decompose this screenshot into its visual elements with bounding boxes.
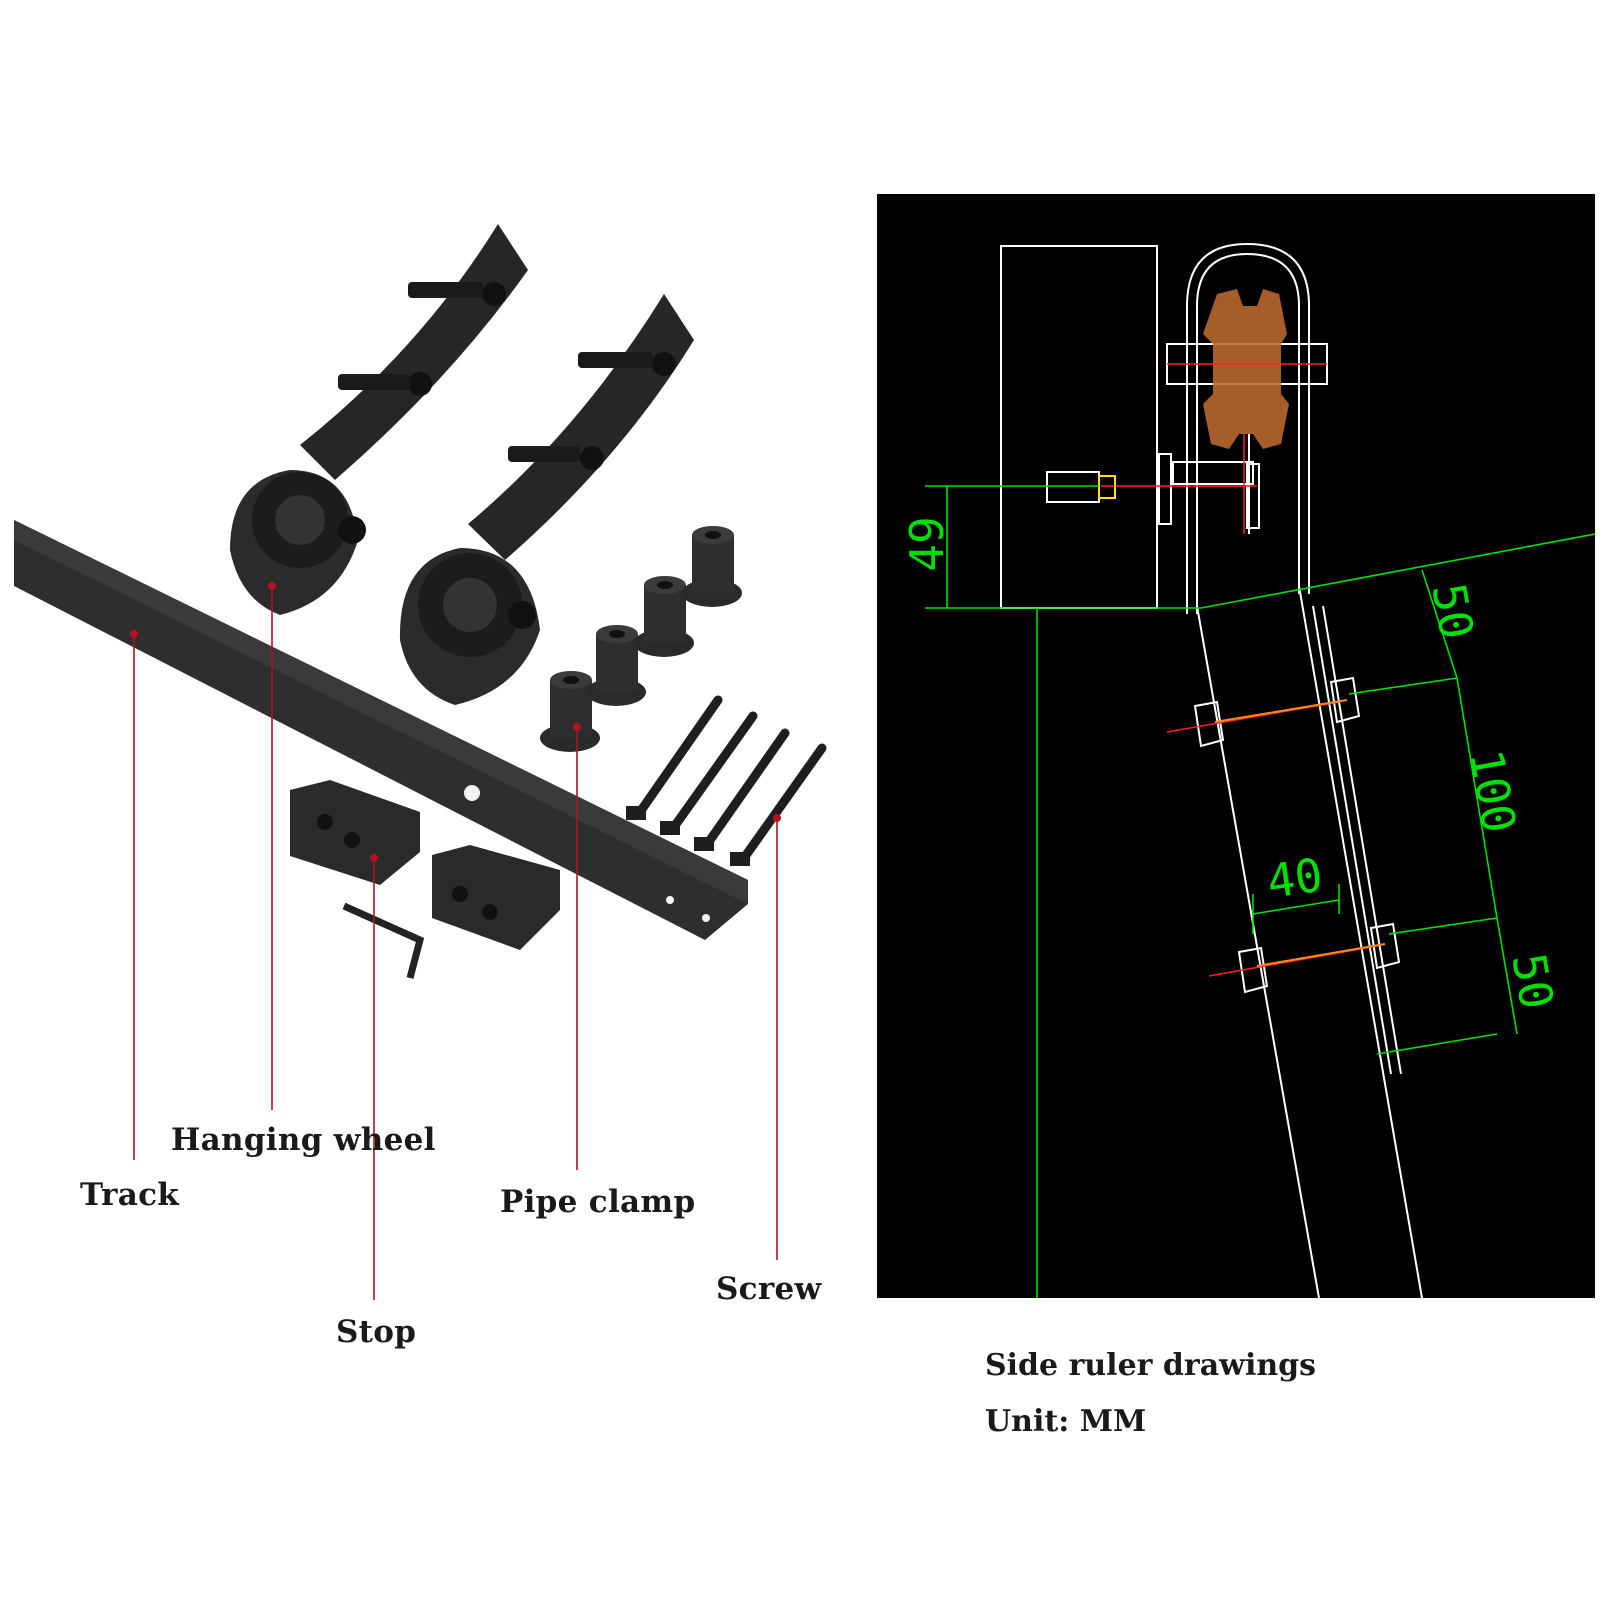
hardware-kit-illustration [14,224,827,1300]
wheel-section [1203,289,1289,449]
pipe-clamps [540,526,742,752]
hanging-wheel-2 [399,294,694,705]
pointer-dots [130,582,781,862]
pointer-lines [133,586,778,1300]
label-hanging-wheel: Hanging wheel [171,1122,436,1158]
stops [290,780,560,979]
dimension-lines [925,485,1595,1298]
track-rail [14,520,748,940]
dim-50-bottom: 50 [1501,949,1564,1013]
unit-label: Unit: MM [985,1404,1147,1439]
hanging-wheel-1 [230,224,528,615]
side-ruler-drawing: 49 50 100 40 50 [877,194,1595,1298]
dim-49: 49 [900,516,954,571]
label-stop: Stop [336,1314,417,1350]
screws [626,695,827,866]
drawing-outlines [1000,242,1423,1298]
dim-50-top: 50 [1421,579,1484,643]
label-pipe-clamp: Pipe clamp [500,1184,696,1220]
drawing-title: Side ruler drawings [985,1348,1317,1383]
dim-40: 40 [1264,848,1326,909]
label-screw: Screw [716,1271,822,1307]
label-track: Track [80,1177,180,1213]
